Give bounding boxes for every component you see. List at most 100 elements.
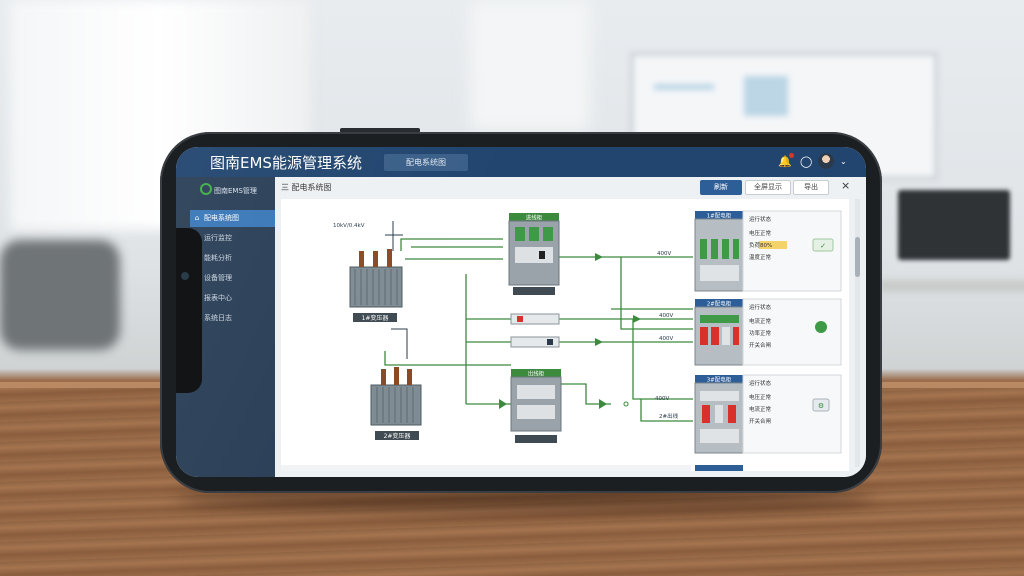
bus-line	[553, 383, 611, 405]
status-row: 开关合闸	[749, 417, 771, 425]
header-tab[interactable]: 配电系统图	[384, 154, 468, 171]
fullscreen-button[interactable]: 全屏显示	[745, 180, 791, 195]
line-label: 2#出线	[659, 412, 679, 420]
status-card	[742, 298, 842, 366]
status-row: 电压正常	[749, 229, 772, 237]
breaker-red	[702, 405, 710, 423]
panel-header	[695, 299, 743, 307]
cabinet-title: 出线柜	[528, 370, 545, 378]
camera-icon	[181, 272, 189, 280]
bell-icon[interactable]: 🔔	[778, 155, 792, 168]
breaker-red	[700, 327, 708, 345]
neutral-lines	[385, 221, 408, 359]
panel-title: 3#配电柜	[707, 376, 732, 384]
line-label: 400V	[659, 336, 673, 342]
indicator-green	[515, 227, 525, 241]
panel-header	[695, 211, 743, 219]
panel-3: 3#配电柜 运行状态 电压正常 电流正常 开关合闸 ⚙	[694, 374, 842, 454]
cabinet-incoming: 进线柜	[508, 213, 560, 295]
refresh-button[interactable]: 刷新	[700, 180, 742, 195]
transformer-ratio: 10kV/0.4kV	[333, 223, 365, 229]
logo-icon	[200, 183, 212, 195]
breaker-strip	[510, 313, 560, 325]
sidebar-item-reports[interactable]: ▦报表中心	[190, 290, 275, 307]
bus-line	[632, 319, 693, 400]
status-title: 运行状态	[749, 303, 772, 311]
bushing	[373, 251, 378, 267]
sidebar-item-devices[interactable]: ⚙设备管理	[190, 270, 275, 287]
export-button[interactable]: 导出	[793, 180, 829, 195]
transformer-1: 10kV/0.4kV 1#变压器	[333, 223, 403, 322]
panel-title: 1#配电柜	[707, 212, 732, 220]
breaker-off	[715, 405, 723, 423]
indicator-green	[700, 315, 739, 323]
status-row: 开关合闸	[749, 341, 771, 349]
logo-text: 图南EMS管理	[214, 187, 257, 195]
meter-display	[539, 251, 545, 259]
bus-line	[620, 257, 693, 330]
sidebar-item-logs[interactable]: ▤系统日志	[190, 310, 275, 327]
cabinet-tie	[510, 313, 560, 348]
panel-header	[695, 465, 743, 471]
gear-icon: ⚙	[818, 402, 824, 410]
detail-button[interactable]	[812, 398, 830, 412]
home-icon: ⌂	[194, 214, 200, 222]
flow-arrows	[499, 253, 641, 409]
sidebar-item-monitor[interactable]: △运行监控	[190, 230, 275, 247]
meter-panel	[517, 385, 555, 399]
diagram-canvas: 10kV/0.4kV 1#变压器	[281, 199, 849, 471]
breaker-red	[728, 405, 736, 423]
panel-header	[695, 375, 743, 383]
line-label: 400V	[659, 313, 673, 319]
page-title: 三 配电系统图	[281, 183, 332, 192]
label-plate	[513, 287, 555, 295]
transformer-label: 2#变压器	[384, 432, 411, 440]
transformer-body	[349, 266, 403, 308]
transformer-2: 2#变压器	[370, 367, 422, 440]
indicator-green	[529, 227, 539, 241]
transformer-fins	[376, 387, 414, 423]
status-button[interactable]	[812, 238, 834, 252]
scrollbar-thumb[interactable]	[855, 237, 860, 277]
indicator-green	[722, 239, 729, 259]
status-row: 负荷80%	[749, 241, 772, 249]
bushings	[359, 249, 392, 267]
node-icon	[623, 401, 629, 407]
chevron-down-icon[interactable]: ⌄	[840, 157, 847, 166]
label-plate	[353, 313, 397, 322]
line-label: 400V	[655, 396, 669, 402]
phone-side-button	[340, 128, 420, 133]
meter-panel	[700, 429, 739, 443]
single-line-diagram: 10kV/0.4kV 1#变压器	[281, 210, 842, 471]
bushing	[359, 251, 364, 267]
status-row: 电流正常	[749, 317, 772, 325]
sidebar-item-analysis[interactable]: ▤能耗分析	[190, 250, 275, 267]
bushing	[407, 369, 412, 385]
indicator-green	[543, 227, 553, 241]
scrollbar[interactable]	[855, 199, 860, 467]
breaker-red	[733, 327, 739, 345]
sidebar-item-diagram[interactable]: ⌂配电系统图	[190, 210, 275, 227]
breaker-red	[711, 327, 719, 345]
refresh-status-icon[interactable]	[815, 321, 827, 333]
cabinet-header	[509, 213, 559, 221]
label-plate	[515, 435, 557, 443]
notification-icon[interactable]: ◯	[800, 155, 813, 168]
status-title: 运行状态	[749, 379, 772, 387]
check-icon: ✓	[820, 242, 826, 250]
close-icon[interactable]: ×	[841, 179, 851, 192]
panel-1: 1#配电柜 运行状态 电压正常 负荷80% 温度正常 ✓	[694, 210, 842, 292]
cabinet-title: 进线柜	[526, 214, 543, 222]
main-content: 三 配电系统图 刷新 全屏显示 导出 ×	[275, 177, 866, 477]
arrow-icon	[633, 315, 641, 323]
status-row: 功率正常	[749, 329, 772, 337]
sidebar-logo: 图南EMS管理	[200, 183, 257, 196]
cabinet-header	[511, 369, 561, 377]
meter-panel	[700, 391, 739, 401]
avatar[interactable]	[818, 153, 834, 169]
cabinet-outgoing: 出线柜	[510, 369, 562, 443]
app-title: 图南EMS能源管理系统	[210, 154, 362, 172]
bus-line	[400, 238, 503, 251]
panel-2: 2#配电柜 运行状态 电流正常 功率正常 开关合闸	[694, 298, 842, 366]
meter-panel	[515, 247, 553, 263]
